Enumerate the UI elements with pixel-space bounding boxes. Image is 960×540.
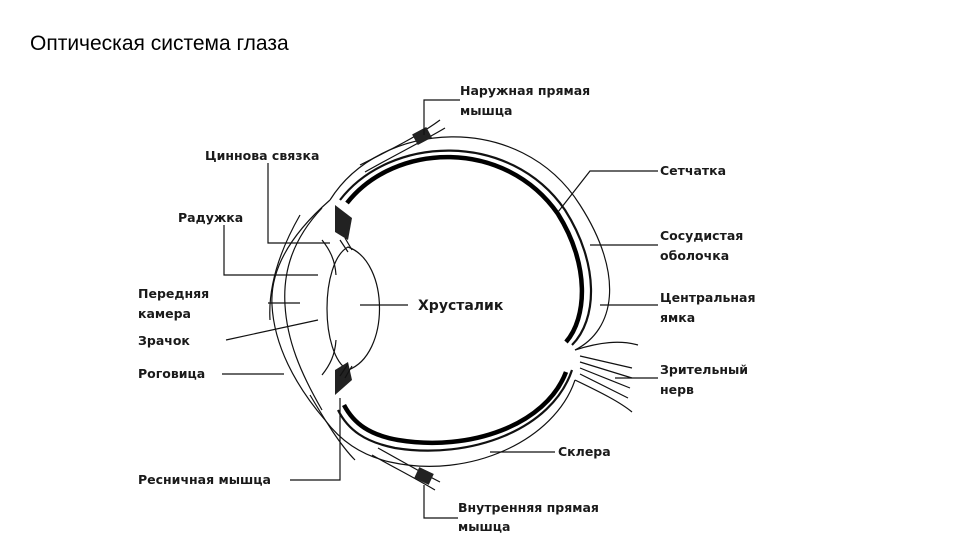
inner-rectus-muscle bbox=[371, 447, 441, 491]
label-choroid-1: Сосудистая bbox=[660, 228, 743, 243]
outer-rectus-muscle bbox=[359, 119, 446, 173]
label-cornea: Роговица bbox=[138, 366, 205, 381]
label-anterior-chamber-2: камера bbox=[138, 306, 191, 321]
label-zinn-ligament: Циннова связка bbox=[205, 148, 319, 163]
leader-lines bbox=[222, 99, 658, 519]
retina-layer bbox=[342, 154, 585, 446]
ciliary-body-top bbox=[335, 205, 352, 240]
label-fovea-1: Центральная bbox=[660, 290, 756, 305]
label-optic-nerve-1: Зрительный bbox=[660, 362, 748, 377]
ciliary-body-bottom bbox=[335, 362, 352, 395]
label-inner-rectus-2: мышца bbox=[458, 519, 511, 534]
label-pupil: Зрачок bbox=[138, 333, 190, 348]
label-ciliary-muscle: Ресничная мышца bbox=[138, 472, 271, 487]
optic-nerve-shape bbox=[574, 341, 639, 413]
label-outer-rectus-2: мышца bbox=[460, 103, 513, 118]
labels: Наружная прямая мышца Циннова связка Рад… bbox=[138, 83, 756, 534]
label-anterior-chamber-1: Передняя bbox=[138, 286, 209, 301]
choroid-band bbox=[337, 149, 593, 452]
label-outer-rectus-1: Наружная прямая bbox=[460, 83, 590, 98]
label-lens: Хрусталик bbox=[418, 298, 504, 314]
slide-title: Оптическая система глаза bbox=[30, 32, 289, 55]
eyeball bbox=[269, 119, 639, 491]
label-fovea-2: ямка bbox=[660, 310, 695, 325]
label-optic-nerve-2: нерв bbox=[660, 382, 694, 397]
cornea-outline bbox=[271, 199, 331, 421]
label-inner-rectus-1: Внутренняя прямая bbox=[458, 500, 599, 515]
label-choroid-2: оболочка bbox=[660, 248, 729, 263]
label-retina: Сетчатка bbox=[660, 163, 726, 178]
label-iris: Радужка bbox=[178, 210, 243, 225]
label-sclera: Склера bbox=[558, 444, 611, 459]
